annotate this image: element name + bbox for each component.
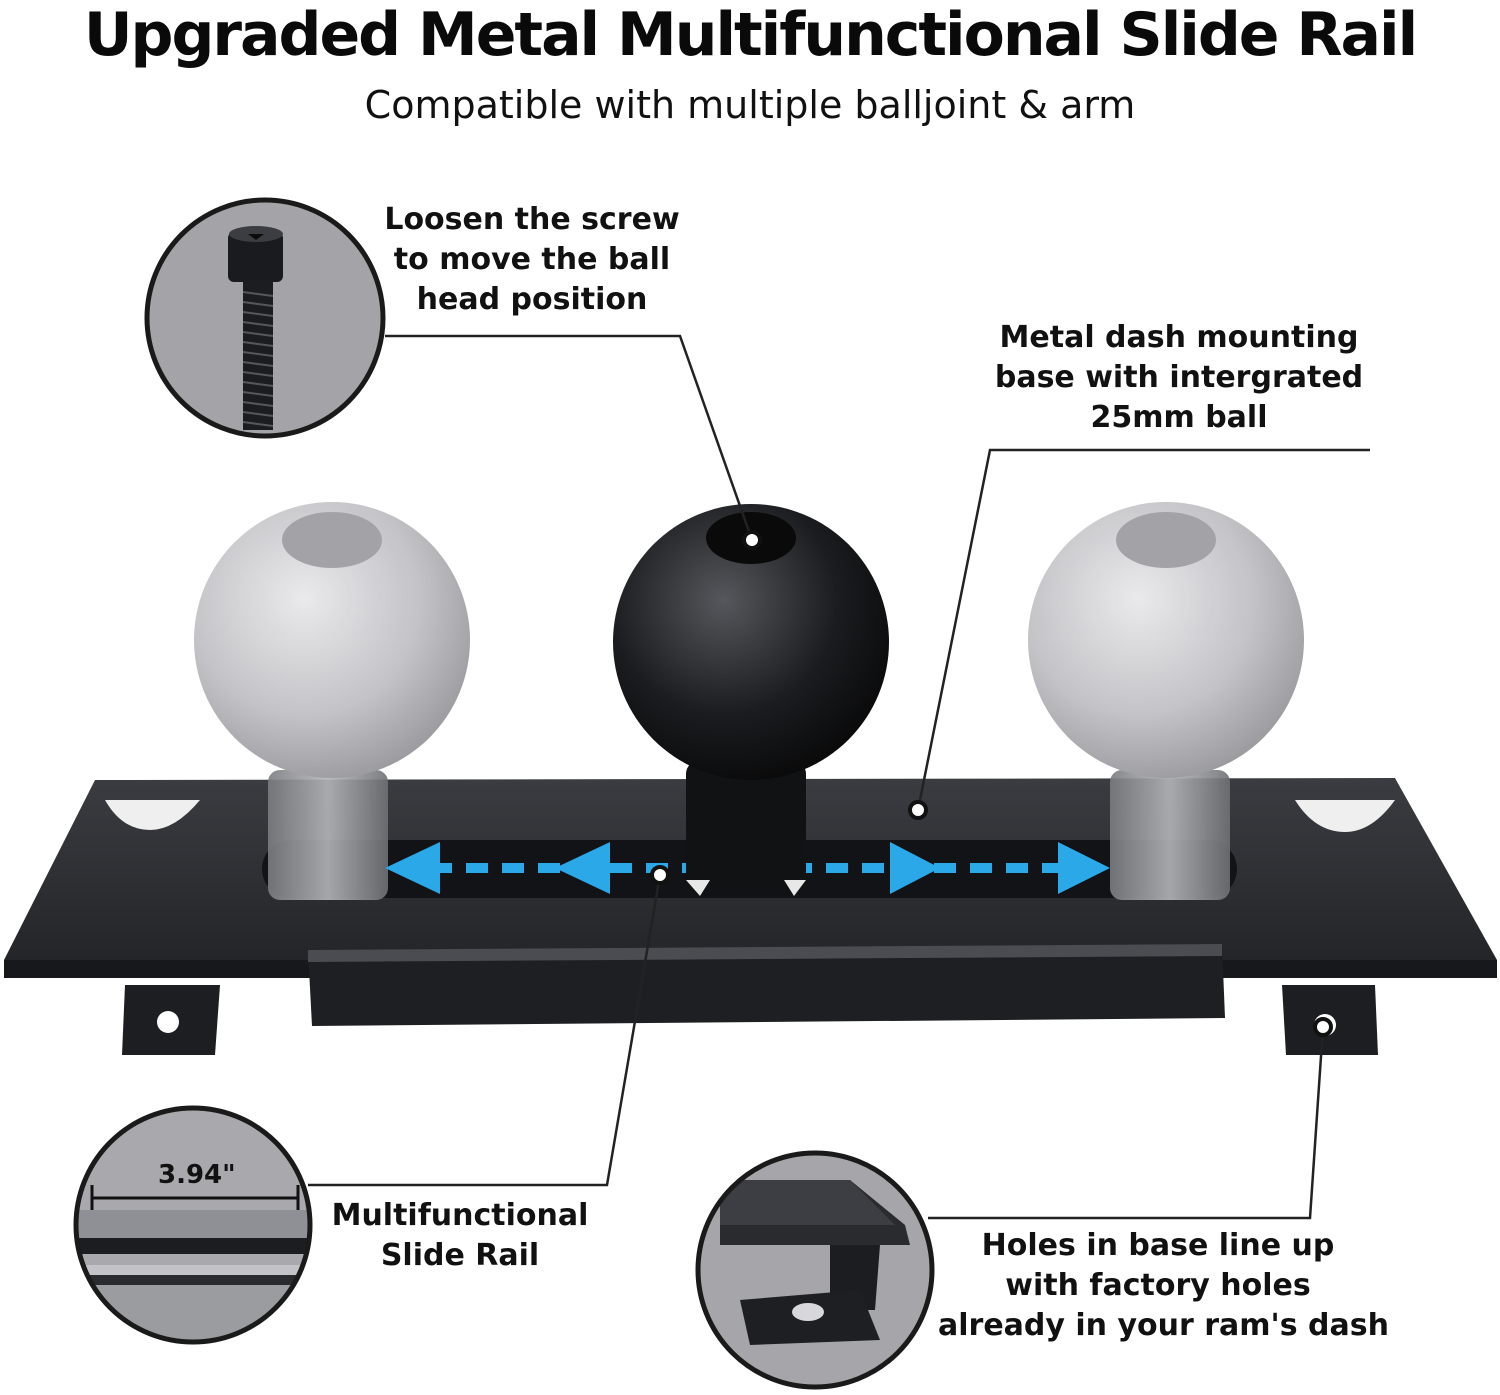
- callout-base-line-2: base with intergrated: [994, 360, 1364, 395]
- callout-base-line-3: 25mm ball: [1090, 400, 1268, 435]
- screw-detail-inset: [144, 197, 386, 439]
- callout-holes-line-1: Holes in base line up: [981, 1228, 1335, 1263]
- callout-screw-line-2: to move the ball: [393, 242, 671, 277]
- rail-width-label: 3.94": [158, 1160, 236, 1190]
- callout-rail: Multifunctional Slide Rail: [330, 1196, 590, 1276]
- leader-dots: [650, 530, 1333, 1037]
- callout-rail-line-2: Slide Rail: [380, 1238, 540, 1273]
- callout-holes-line-3: already in your ram's dash: [938, 1308, 1389, 1343]
- leader-lines: [308, 334, 1370, 1220]
- ghost-ball-right: [1028, 502, 1304, 900]
- callout-holes-line-2: with factory holes: [1005, 1268, 1311, 1303]
- callout-holes: Holes in base line up with factory holes…: [938, 1226, 1389, 1346]
- callout-screw-line-3: head position: [416, 282, 648, 317]
- callout-rail-line-1: Multifunctional: [331, 1198, 589, 1233]
- page-title: Upgraded Metal Multifunctional Slide Rai…: [83, 0, 1418, 70]
- callout-screw-line-1: Loosen the screw: [384, 202, 680, 237]
- callout-base: Metal dash mounting base with intergrate…: [990, 318, 1368, 438]
- rail-width-inset: [73, 1105, 313, 1345]
- mounting-hole-inset: [695, 1150, 935, 1390]
- callout-base-line-1: Metal dash mounting: [999, 320, 1359, 355]
- page-subtitle: Compatible with multiple balljoint & arm: [364, 83, 1136, 127]
- travel-arrows: [385, 842, 1110, 894]
- callout-screw: Loosen the screw to move the ball head p…: [372, 200, 692, 320]
- ghost-ball-left: [194, 502, 470, 900]
- center-ball-mount: [613, 504, 889, 896]
